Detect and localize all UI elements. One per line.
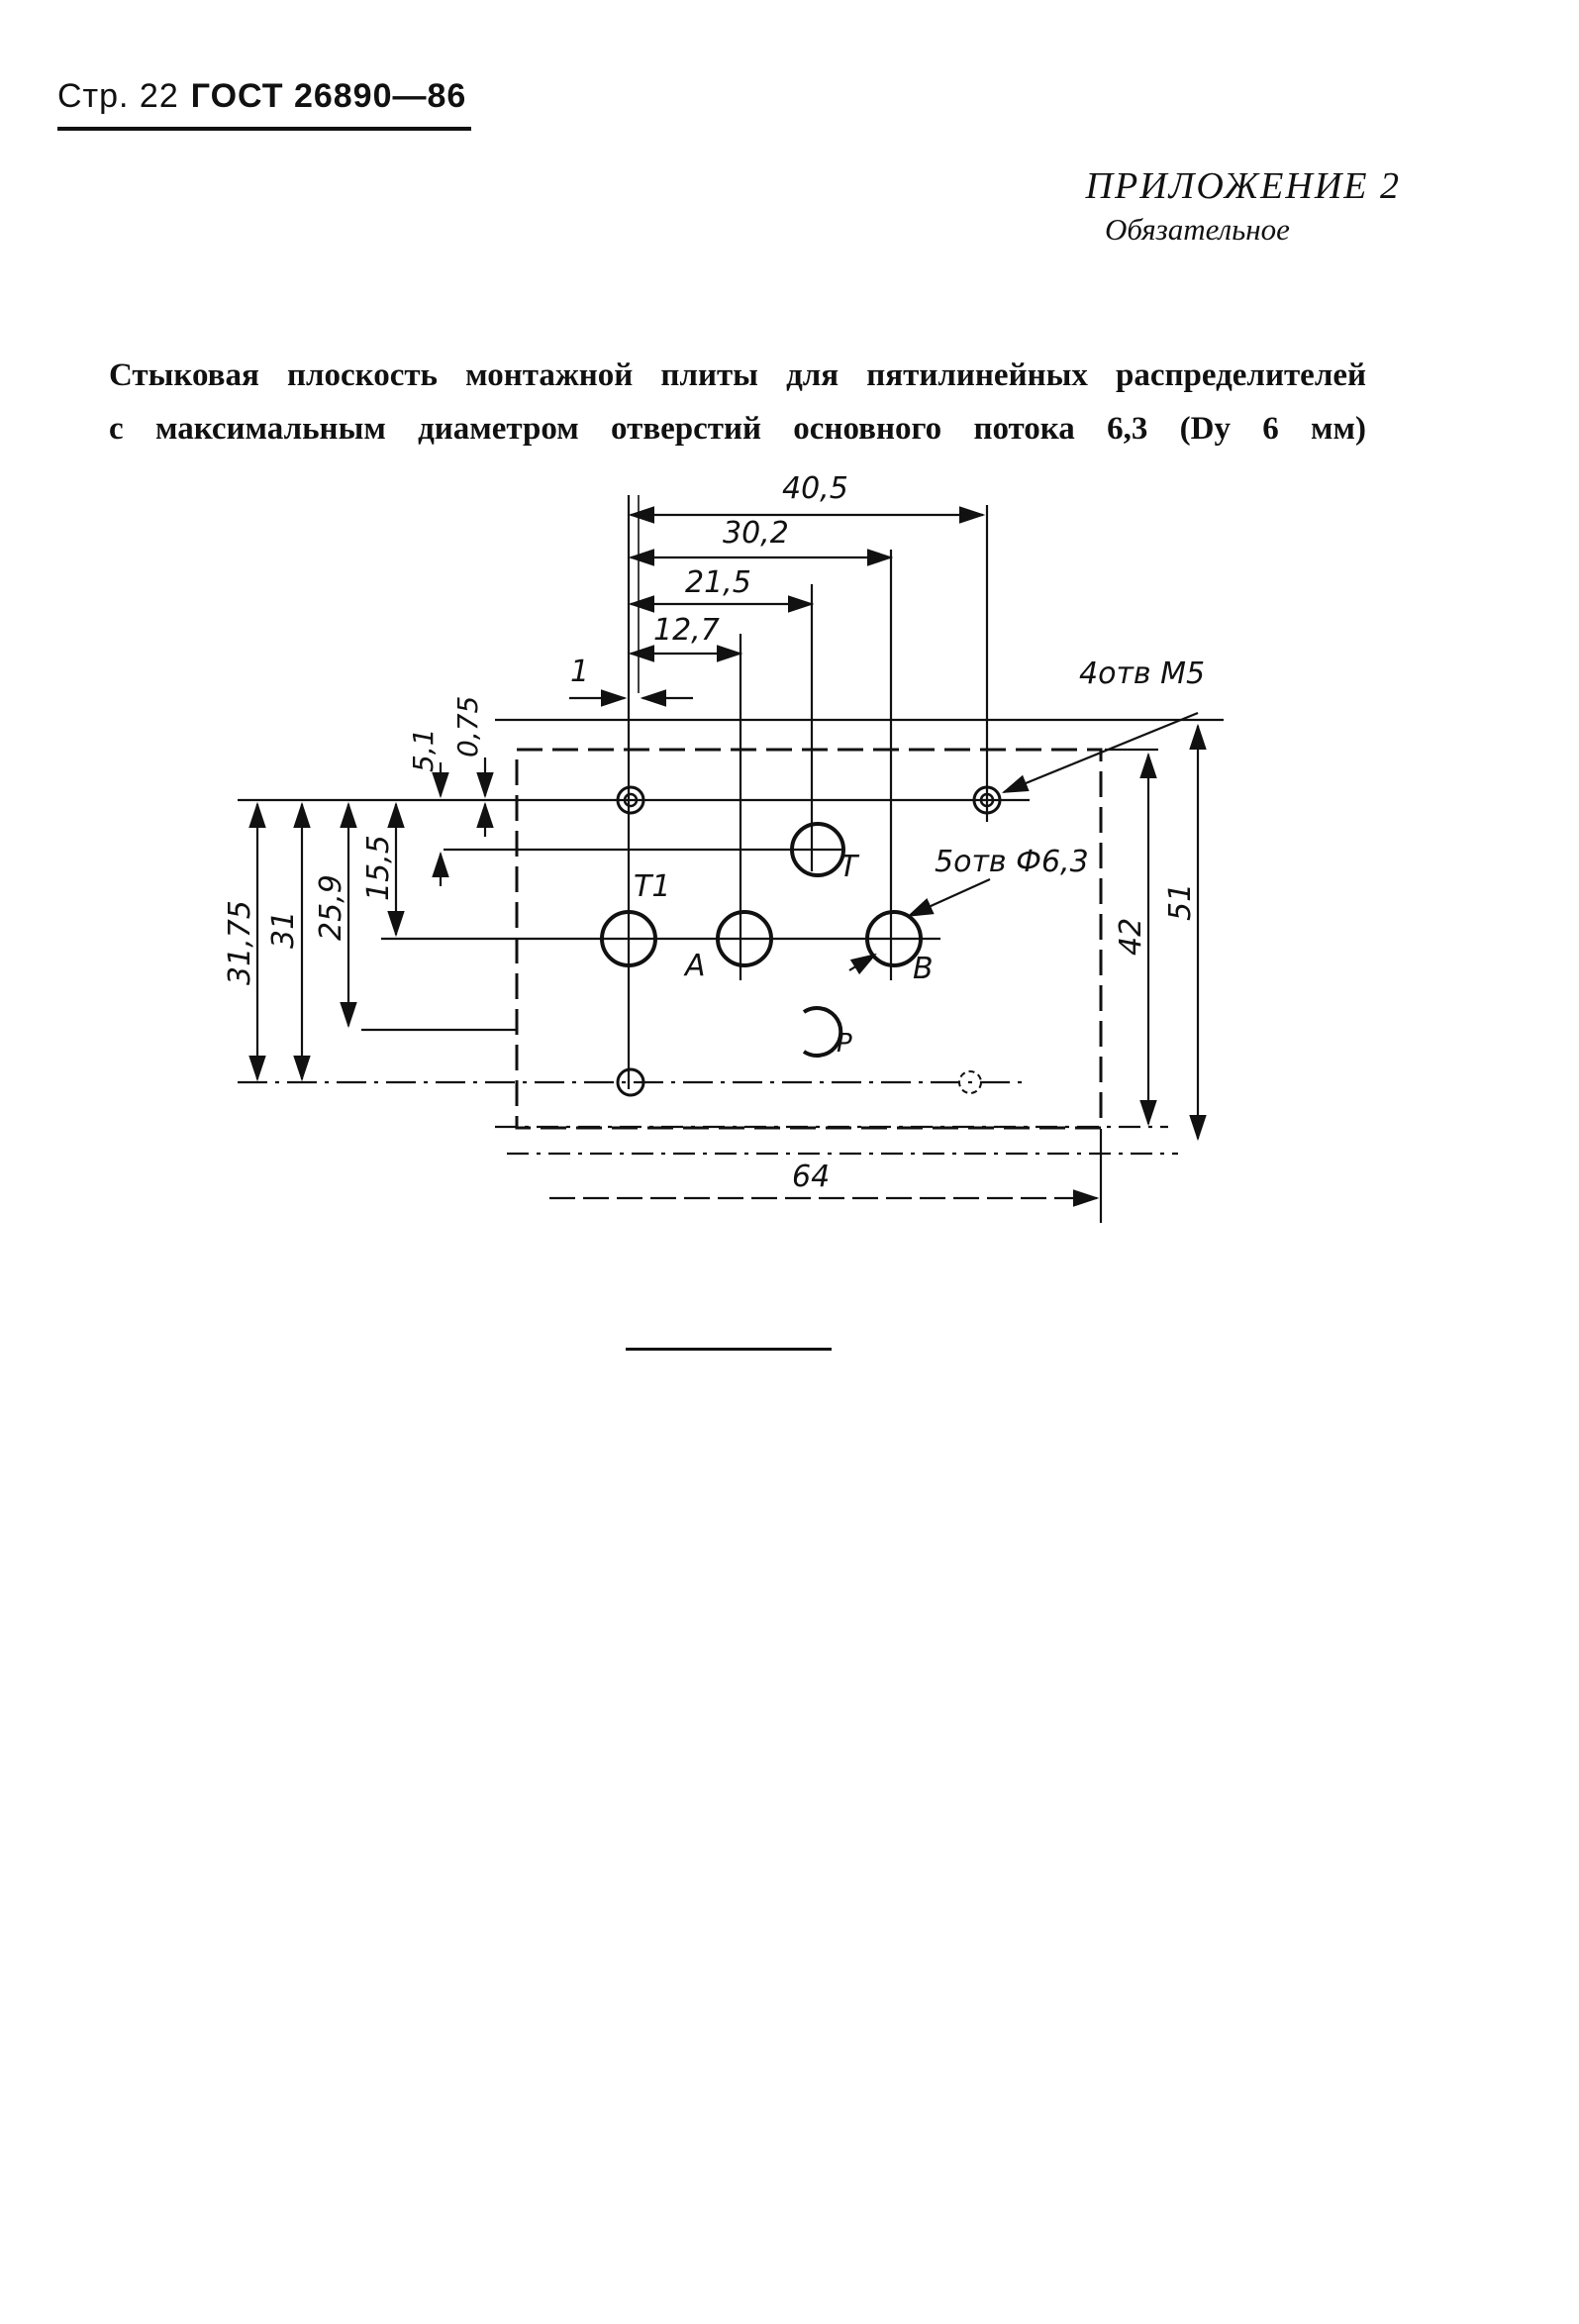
- dim-42: 42: [1114, 918, 1148, 956]
- appendix-status: Обязательное: [1105, 212, 1290, 247]
- dim-64: 64: [792, 1160, 830, 1194]
- standard-code: ГОСТ 26890—86: [190, 77, 467, 115]
- dim-21-5: 21,5: [685, 565, 751, 600]
- mount-hole-top-right: [972, 785, 1002, 815]
- mounting-plate-drawing: 40,5 30,2 21,5 12,7 1 31,75 31 25,9 15,5…: [223, 471, 1224, 1223]
- dim-25-9: 25,9: [314, 874, 348, 941]
- note-threaded-holes: 4отв М5: [1079, 657, 1205, 691]
- port-t-hole: [790, 822, 845, 877]
- figure-title: Стыковая плоскость монтажной плиты для п…: [109, 349, 1366, 455]
- header-rule: [57, 127, 471, 131]
- dim-31-75: 31,75: [223, 900, 257, 985]
- port-label-t: T: [839, 850, 860, 884]
- port-a-hole: [716, 910, 773, 967]
- port-label-p: P: [837, 1029, 852, 1059]
- port-b-hole: [865, 910, 923, 967]
- page-header: Стр. 22 ГОСТ 26890—86: [57, 77, 466, 116]
- mount-hole-bottom-right: [958, 1070, 982, 1094]
- dim-12-7: 12,7: [653, 613, 720, 648]
- port-label-t1: T1: [634, 869, 670, 904]
- dim-51: 51: [1163, 883, 1198, 921]
- end-rule: [626, 1348, 832, 1351]
- note-port-holes: 5отв Ф6,3: [935, 845, 1089, 879]
- figure-title-line-1: Стыковая плоскость монтажной плиты для п…: [109, 357, 1366, 393]
- dim-1: 1: [570, 655, 589, 689]
- mount-hole-bottom-left: [616, 1067, 645, 1097]
- port-p-hole: [802, 1006, 843, 1058]
- dim-30-2: 30,2: [723, 516, 789, 551]
- dim-40-5: 40,5: [782, 471, 848, 506]
- port-label-b: B: [913, 952, 934, 986]
- dim-31: 31: [266, 911, 301, 949]
- port-label-a: A: [683, 949, 706, 983]
- port-t1-hole: [600, 910, 657, 967]
- mount-hole-top-left: [616, 785, 645, 815]
- page-number: Стр. 22: [57, 77, 179, 115]
- figure-title-line-2: с максимальным диаметром отверстий основ…: [109, 411, 1366, 447]
- dim-5-1: 5,1: [407, 728, 440, 772]
- appendix-label: ПРИЛОЖЕНИЕ 2: [1085, 165, 1401, 207]
- dim-15-5: 15,5: [361, 835, 396, 901]
- dim-0-75: 0,75: [451, 696, 484, 758]
